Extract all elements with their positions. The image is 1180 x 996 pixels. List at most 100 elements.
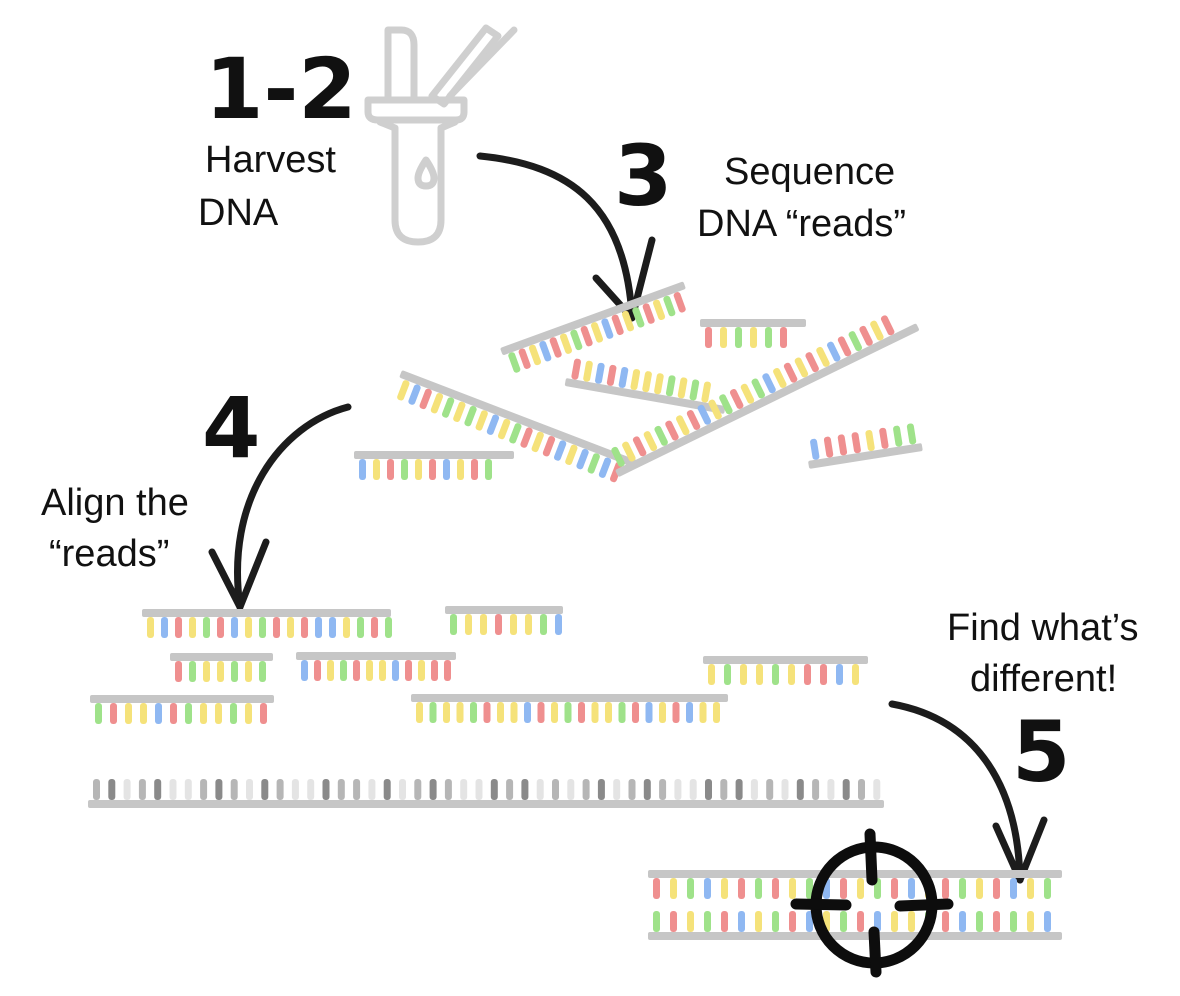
dna-base bbox=[510, 702, 518, 723]
dna-base bbox=[699, 702, 707, 723]
dna-base bbox=[405, 660, 412, 681]
dna-base bbox=[414, 779, 422, 800]
dna-base bbox=[720, 779, 728, 800]
dna-base bbox=[751, 378, 765, 399]
dna-base bbox=[175, 617, 182, 638]
dna-base bbox=[301, 617, 308, 638]
dna-base bbox=[444, 779, 452, 800]
dna-base bbox=[642, 303, 655, 324]
dna-base bbox=[385, 617, 392, 638]
dna-base bbox=[622, 441, 636, 462]
dna-base bbox=[781, 779, 789, 800]
step-label-harvest-line2: DNA bbox=[198, 192, 279, 234]
dna-base bbox=[724, 664, 731, 685]
dna-base bbox=[524, 702, 531, 723]
dna-base bbox=[653, 878, 660, 899]
dna-base bbox=[184, 779, 192, 800]
dna-base bbox=[893, 425, 903, 447]
dna-base bbox=[840, 911, 847, 932]
dna-base bbox=[705, 327, 712, 348]
dna-base bbox=[245, 661, 252, 682]
dna-base bbox=[891, 911, 898, 932]
dna-base bbox=[652, 299, 666, 321]
dna-base bbox=[857, 911, 864, 932]
step-number-1-2: 1-2 bbox=[205, 40, 357, 138]
dna-base bbox=[697, 404, 712, 425]
dna-base bbox=[368, 779, 376, 800]
dna-base bbox=[740, 383, 755, 404]
dna-read-strand bbox=[411, 694, 728, 723]
dna-base bbox=[453, 401, 466, 423]
dna-base bbox=[200, 703, 207, 724]
dna-base bbox=[959, 911, 966, 932]
dna-base bbox=[788, 664, 795, 685]
dna-base bbox=[590, 322, 604, 343]
dna-base bbox=[805, 352, 819, 373]
dna-base bbox=[611, 446, 625, 467]
dna-base bbox=[804, 664, 811, 685]
dna-base bbox=[441, 397, 455, 418]
dna-read-strand bbox=[564, 358, 726, 414]
dna-base bbox=[643, 779, 651, 800]
dna-base bbox=[823, 436, 834, 458]
step-label-align-line2: “reads” bbox=[49, 533, 169, 575]
dna-base bbox=[475, 410, 488, 431]
dna-base bbox=[518, 348, 531, 369]
dna-base bbox=[217, 661, 224, 682]
dna-base bbox=[663, 295, 676, 317]
dna-base bbox=[708, 399, 722, 420]
dna-base bbox=[595, 362, 605, 384]
dna-base bbox=[852, 664, 859, 685]
dna-base bbox=[578, 702, 585, 723]
aligned-reads-group bbox=[90, 606, 868, 724]
dna-base bbox=[670, 911, 677, 932]
dna-base bbox=[721, 878, 728, 899]
dna-base bbox=[1027, 911, 1034, 932]
dna-base bbox=[1044, 911, 1051, 932]
dna-read-strand bbox=[296, 652, 456, 681]
dna-base bbox=[1044, 878, 1051, 899]
dna-base bbox=[457, 459, 464, 480]
dna-top-strand bbox=[648, 870, 1062, 899]
dna-base bbox=[851, 432, 861, 454]
dna-base bbox=[836, 664, 843, 685]
dna-base bbox=[154, 779, 162, 800]
dna-read-strand bbox=[142, 609, 392, 638]
dna-base bbox=[460, 779, 468, 800]
dna-base bbox=[735, 327, 742, 348]
dna-base bbox=[674, 779, 682, 800]
dna-base bbox=[713, 702, 720, 723]
dna-base bbox=[1010, 911, 1017, 932]
dna-base bbox=[880, 315, 895, 336]
dna-base bbox=[276, 779, 284, 800]
dna-base bbox=[865, 430, 875, 452]
dna-base bbox=[820, 664, 827, 685]
dna-base bbox=[155, 703, 162, 724]
arrow-sequence-to-align bbox=[208, 403, 352, 611]
dna-base bbox=[497, 702, 504, 723]
dna-base bbox=[260, 703, 267, 724]
dna-base bbox=[415, 459, 422, 480]
dna-base bbox=[665, 375, 676, 397]
dna-base bbox=[419, 388, 432, 410]
dna-base bbox=[539, 340, 552, 362]
dna-base bbox=[618, 702, 626, 723]
dna-read-strand bbox=[90, 695, 274, 724]
dna-base bbox=[215, 779, 223, 800]
dna-base bbox=[371, 617, 378, 638]
dna-base bbox=[315, 617, 322, 638]
dna-base bbox=[942, 911, 949, 932]
dna-base bbox=[605, 702, 612, 723]
dna-base bbox=[261, 779, 269, 800]
dna-base bbox=[765, 327, 772, 348]
dna-base bbox=[170, 703, 177, 724]
dna-base bbox=[580, 325, 593, 347]
dna-base bbox=[259, 617, 266, 638]
dna-base bbox=[719, 394, 733, 415]
dna-base bbox=[203, 617, 210, 638]
dna-read-strand bbox=[170, 653, 273, 682]
dna-base bbox=[551, 702, 558, 723]
dna-base bbox=[287, 617, 294, 638]
dna-read-strand bbox=[397, 370, 639, 483]
